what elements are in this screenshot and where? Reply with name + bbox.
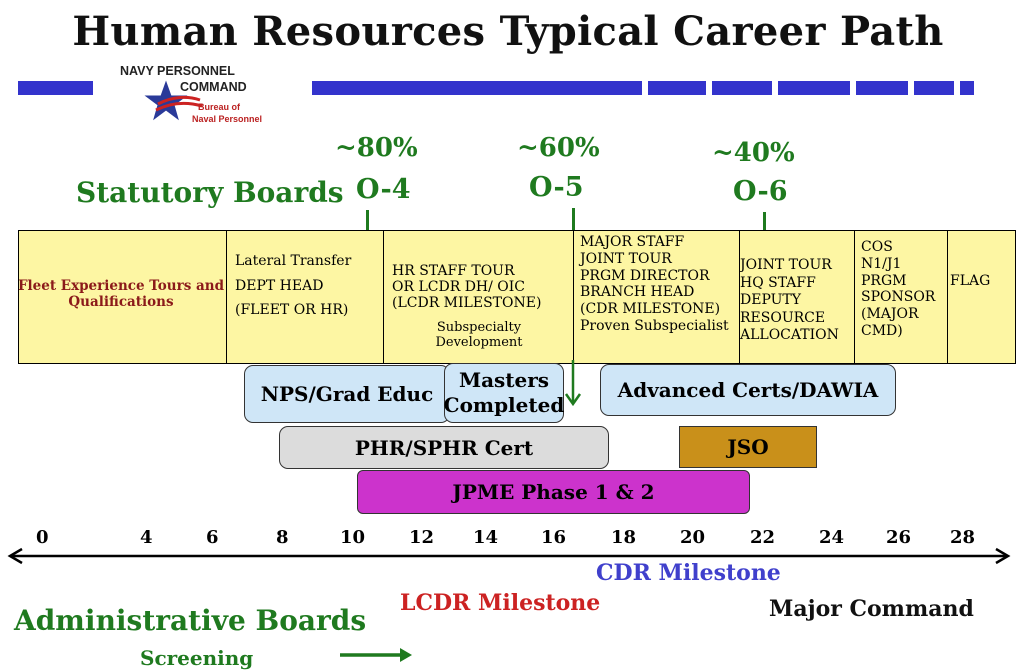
band-cell-cos: COS N1/J1 PRGM SPONSOR (MAJOR CMD) — [855, 231, 948, 363]
down-arrow-icon — [564, 360, 582, 407]
pill-nps-grad-educ: NPS/Grad Educ — [244, 365, 450, 423]
pill-masters-completed: Masters Completed — [444, 363, 564, 423]
page-title: Human Resources Typical Career Path — [72, 8, 944, 55]
band-cell-text: JOINT TOUR HQ STAFF DEPUTY RESOURCE ALLO… — [740, 257, 839, 343]
axis-tick-label: 10 — [340, 527, 366, 548]
axis-tick-label: 20 — [680, 527, 706, 548]
npc-logo — [118, 60, 298, 132]
axis-tick-label: 14 — [473, 527, 499, 548]
pill-advanced-certs: Advanced Certs/DAWIA — [600, 364, 896, 416]
logo-text-line4: Naval Personnel — [192, 114, 263, 124]
logo-text-line2: COMMAND — [180, 80, 247, 94]
band-cell-text: FLAG — [950, 273, 991, 289]
axis-tick-label: 24 — [819, 527, 845, 548]
header-rule — [914, 81, 954, 95]
promotion-pct-o6: ~40% — [712, 138, 795, 168]
axis-tick-label: 26 — [886, 527, 912, 548]
pill-phr-sphr-cert: PHR/SPHR Cert — [279, 426, 609, 469]
header-rule-left — [18, 81, 93, 95]
band-cell-text: MAJOR STAFF JOINT TOUR PRGM DIRECTOR BRA… — [580, 234, 729, 334]
axis-tick-label: 8 — [276, 527, 289, 548]
header-rule — [778, 81, 850, 95]
grade-o4: O-4 — [356, 174, 411, 205]
o4-marker — [366, 210, 369, 230]
screening-arrow-icon — [340, 648, 412, 662]
timeline-axis-arrow — [7, 547, 1011, 565]
band-cell-text: COS N1/J1 PRGM SPONSOR (MAJOR CMD) — [861, 239, 936, 339]
administrative-boards-label: Administrative Boards — [14, 604, 367, 637]
header-rule — [960, 81, 974, 95]
header-rule — [856, 81, 908, 95]
band-cell-text: HR STAFF TOUR OR LCDR DH/ OIC (LCDR MILE… — [392, 263, 542, 312]
cdr-milestone-label: CDR Milestone — [596, 560, 781, 586]
band-cell-fleet: Fleet Experience Tours and Qualification… — [19, 231, 227, 363]
axis-tick-label: 4 — [140, 527, 153, 548]
o6-marker — [763, 212, 766, 230]
star-icon — [144, 80, 203, 121]
promotion-pct-o4: ~80% — [335, 133, 418, 163]
promotion-pct-o5: ~60% — [517, 133, 600, 163]
band-cell-joint-tour: JOINT TOUR HQ STAFF DEPUTY RESOURCE ALLO… — [740, 231, 855, 363]
axis-tick-label: 18 — [611, 527, 637, 548]
pill-jpme: JPME Phase 1 & 2 — [357, 470, 750, 514]
major-command-label: Major Command — [769, 596, 974, 622]
band-cell-text: Fleet Experience Tours and Qualification… — [19, 278, 225, 310]
axis-tick-label: 16 — [541, 527, 567, 548]
band-cell-subtext: Subspecialty Development — [435, 320, 523, 350]
header-rule — [712, 81, 772, 95]
header-rule — [648, 81, 706, 95]
logo-text-line1: NAVY PERSONNEL — [120, 64, 235, 78]
grade-o5: O-5 — [529, 172, 584, 203]
axis-tick-label: 28 — [950, 527, 976, 548]
pill-jso: JSO — [679, 426, 817, 468]
grade-o6: O-6 — [733, 176, 788, 207]
axis-tick-label: 22 — [750, 527, 776, 548]
band-cell-hr-staff: HR STAFF TOUR OR LCDR DH/ OIC (LCDR MILE… — [384, 231, 574, 363]
band-cell-lateral: Lateral Transfer DEPT HEAD (FLEET OR HR) — [227, 231, 384, 363]
axis-tick-label: 0 — [36, 527, 49, 548]
logo-text-line3: Bureau of — [198, 102, 241, 112]
axis-tick-label: 6 — [206, 527, 219, 548]
o5-marker — [572, 208, 575, 230]
band-cell-text: Lateral Transfer DEPT HEAD (FLEET OR HR) — [235, 253, 352, 318]
axis-tick-label: 12 — [409, 527, 435, 548]
band-cell-major-staff: MAJOR STAFF JOINT TOUR PRGM DIRECTOR BRA… — [574, 231, 740, 363]
lcdr-milestone-label: LCDR Milestone — [400, 590, 601, 616]
screening-label: Screening — [140, 646, 254, 670]
band-cell-flag: FLAG — [948, 231, 1016, 363]
header-rule — [312, 81, 642, 95]
statutory-boards-label: Statutory Boards — [76, 176, 344, 209]
career-band: Fleet Experience Tours and Qualification… — [18, 230, 1016, 364]
